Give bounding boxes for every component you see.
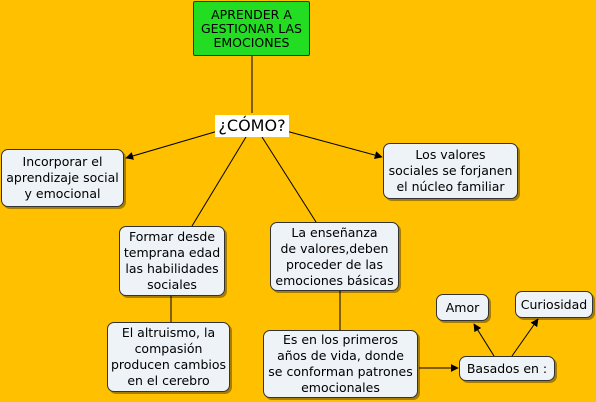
root-node: APRENDER A GESTIONAR LAS EMOCIONES: [193, 1, 310, 56]
link-hub-ensenanza: [261, 136, 317, 223]
node-altruismo: El altruismo, la compasión producen camb…: [107, 322, 230, 392]
node-incorporar: Incorporar el aprendizaje social y emoci…: [1, 149, 124, 207]
node-formar: Formar desde temprana edad las habilidad…: [119, 226, 225, 296]
link-basados-amor: [473, 323, 495, 357]
hub-node: ¿CÓMO?: [215, 115, 289, 137]
link-hub-incorporar: [125, 130, 219, 160]
node-basados: Basados en :: [459, 356, 555, 381]
node-ensenanza: La enseñanza de valores,deben proceder d…: [270, 222, 399, 291]
link-hub-formar: [191, 136, 247, 227]
link-hub-valores-sociales: [285, 130, 383, 159]
node-primeros-anos: Es en los primeros años de vida, donde s…: [263, 330, 418, 398]
node-amor: Amor: [436, 294, 489, 321]
node-curiosidad: Curiosidad: [515, 291, 593, 318]
node-valores-sociales: Los valores sociales se forjanen el núcl…: [383, 143, 518, 199]
link-basados-curiosidad: [511, 318, 539, 357]
